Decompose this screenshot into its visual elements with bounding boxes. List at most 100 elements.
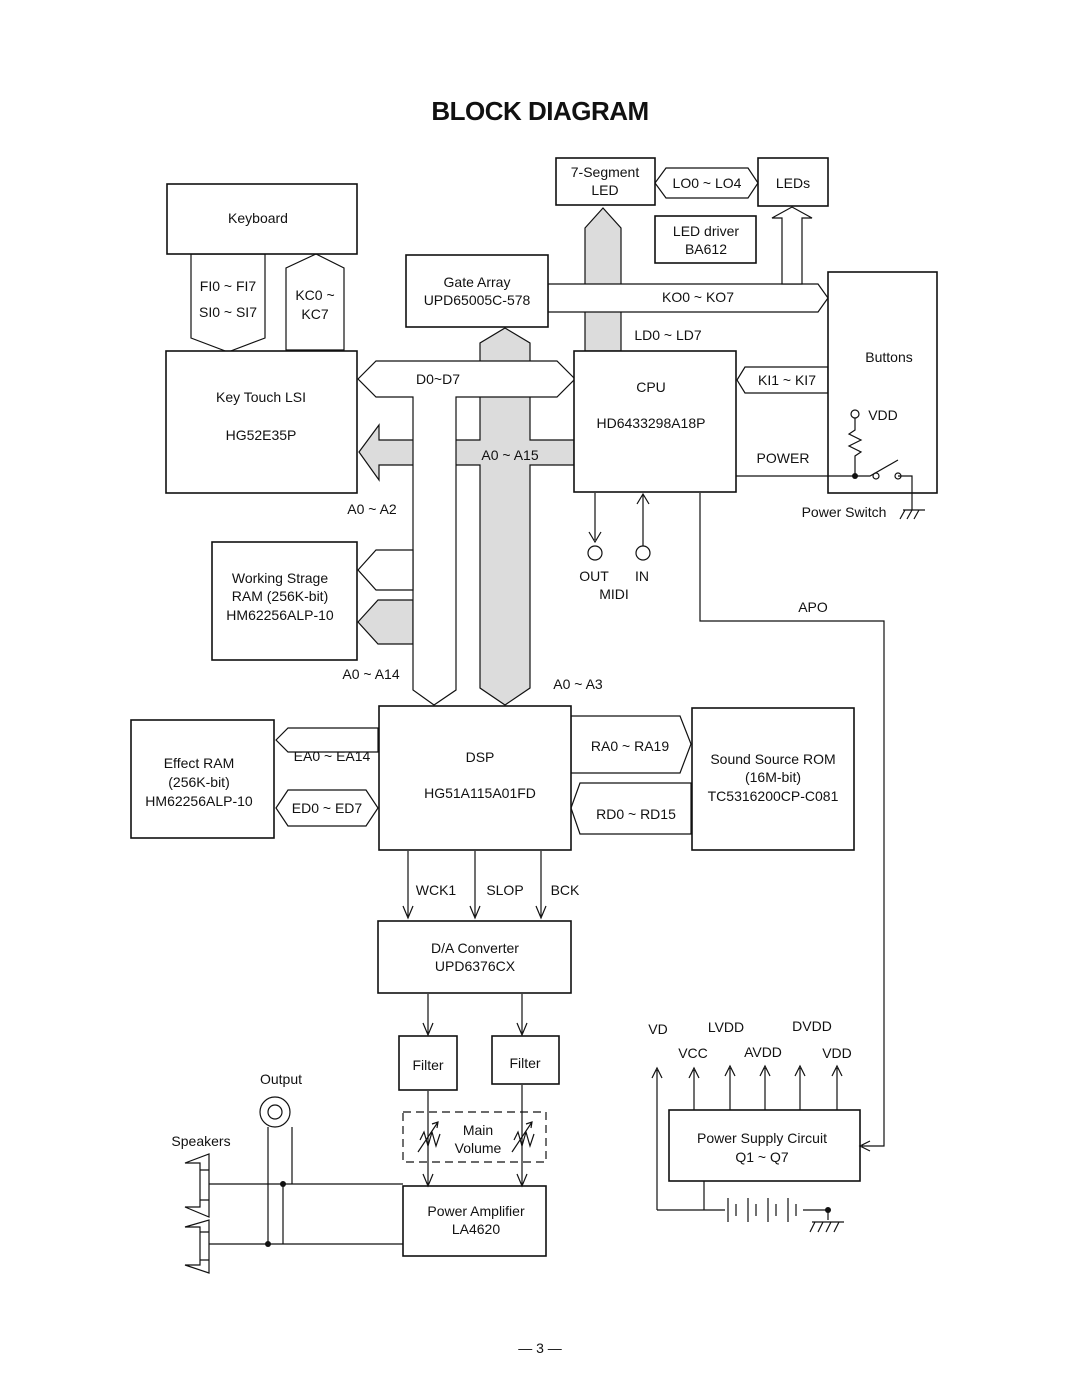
- main-volume-label-2: Volume: [455, 1140, 502, 1156]
- led-driver-label-2: BA612: [685, 241, 727, 257]
- key-lsi-label-1: Key Touch LSI: [216, 389, 306, 405]
- speaker-icon: [184, 1219, 210, 1274]
- effect-ram-label-3: HM62256ALP-10: [145, 793, 253, 809]
- ed-label: ED0 ~ ED7: [292, 800, 363, 816]
- kc-label-2: KC7: [301, 306, 328, 322]
- ea-label: EA0 ~ EA14: [294, 748, 371, 764]
- dvdd-label: DVDD: [792, 1018, 832, 1034]
- avdd-line: [759, 1064, 771, 1110]
- gate-array-label-1: Gate Array: [444, 274, 511, 290]
- led-driver-label-1: LED driver: [673, 223, 739, 239]
- vdd-label: VDD: [868, 407, 898, 423]
- midi-in-jack: [635, 545, 651, 561]
- wck1-label: WCK1: [416, 882, 457, 898]
- vdd2-label: VDD: [822, 1045, 852, 1061]
- fi-label: FI0 ~ FI7: [200, 278, 257, 294]
- sound-rom-block: [691, 707, 855, 851]
- power-switch-line: [736, 459, 913, 500]
- junction-dot: [265, 1241, 271, 1247]
- midi-in-line: [636, 492, 650, 546]
- vd-line: [651, 1066, 663, 1210]
- junction-dot: [825, 1207, 831, 1213]
- seven-seg-label-2: LED: [591, 182, 618, 198]
- a2-label: A0 ~ A2: [347, 501, 397, 517]
- speakers-label: Speakers: [171, 1133, 230, 1149]
- key-touch-lsi-block: [165, 350, 358, 494]
- a14-label: A0 ~ A14: [342, 666, 399, 682]
- cpu-label-2: HD6433298A18P: [597, 415, 706, 431]
- dsp-block: [378, 705, 572, 851]
- midi-in-label: IN: [635, 568, 649, 584]
- lo-bus-label: LO0 ~ LO4: [673, 175, 742, 191]
- output-jack-inner: [267, 1104, 283, 1120]
- main-volume-group: [402, 1111, 547, 1163]
- ram-label-2: RAM (256K-bit): [232, 588, 328, 604]
- ed-bus: [275, 789, 379, 827]
- seven-segment-led-block: [555, 157, 656, 206]
- effect-ram-label-1: Effect RAM: [164, 755, 235, 771]
- output-jack-lines: [267, 1127, 293, 1244]
- buttons-label: Buttons: [865, 349, 912, 365]
- page-number: — 3 —: [518, 1340, 562, 1356]
- a3-label: A0 ~ A3: [553, 676, 603, 692]
- midi-out-line: [588, 493, 602, 544]
- amp-label-2: LA4620: [452, 1221, 500, 1237]
- cpu-block: [573, 350, 737, 493]
- filter-left-label: Filter: [412, 1057, 443, 1073]
- rom-label-3: TC5316200CP-C081: [708, 788, 839, 804]
- gate-array-label-2: UPD65005C-578: [424, 292, 531, 308]
- ram-label-3: HM62256ALP-10: [226, 607, 334, 623]
- dac-filter-right-line: [516, 994, 528, 1037]
- midi-label: MIDI: [599, 586, 629, 602]
- keyboard-block: [166, 183, 358, 255]
- keyboard-label: Keyboard: [228, 210, 288, 226]
- vd-label: VD: [648, 1021, 667, 1037]
- volume-pot-left: [417, 1121, 441, 1153]
- rom-label-2: (16M-bit): [745, 769, 801, 785]
- key-lsi-address-bus: [357, 549, 414, 591]
- ld-label: LD0 ~ LD7: [634, 327, 702, 343]
- rd-label: RD0 ~ RD15: [596, 806, 676, 822]
- dvdd-line: [794, 1064, 806, 1110]
- buttons-block: [827, 271, 938, 494]
- filter-right-block: [491, 1035, 560, 1085]
- output-label: Output: [260, 1071, 302, 1087]
- ram-label-1: Working Strage: [232, 570, 328, 586]
- si-label: SI0 ~ SI7: [199, 304, 257, 320]
- vcc-label: VCC: [678, 1045, 708, 1061]
- fi-si-bus: [190, 253, 266, 353]
- midi-out-jack: [587, 545, 603, 561]
- led-driver-block: [654, 215, 757, 264]
- slop-line: [469, 851, 481, 920]
- filter-left-block: [398, 1035, 458, 1091]
- data-bus-label: D0~D7: [416, 371, 460, 387]
- lvdd-line: [724, 1064, 736, 1110]
- output-jack-outer: [259, 1096, 291, 1128]
- pullup-resistor: [847, 418, 863, 476]
- dac-label-2: UPD6376CX: [435, 958, 516, 974]
- dsp-label-1: DSP: [466, 749, 495, 765]
- amp-speaker-lines: [209, 1183, 403, 1245]
- ko-label: KO0 ~ KO7: [662, 289, 734, 305]
- psu-label-1: Power Supply Circuit: [697, 1130, 827, 1146]
- avdd-label: AVDD: [744, 1044, 782, 1060]
- bck-label: BCK: [551, 882, 580, 898]
- working-ram-block: [211, 541, 358, 661]
- slop-label: SLOP: [486, 882, 523, 898]
- leds-bus: [771, 206, 813, 285]
- dsp-label-2: HG51A115A01FD: [424, 785, 536, 801]
- apo-line: [699, 493, 885, 1152]
- apo-label: APO: [798, 599, 828, 615]
- switch-contact: [872, 472, 880, 480]
- effect-ram-block: [130, 719, 275, 839]
- gate-array-block: [405, 254, 549, 328]
- power-switch-label: Power Switch: [802, 504, 887, 520]
- rom-label-1: Sound Source ROM: [710, 751, 835, 767]
- key-lsi-label-2: HG52E35P: [226, 427, 297, 443]
- bck-line: [535, 851, 547, 920]
- seven-seg-label-1: 7-Segment: [571, 164, 640, 180]
- da-converter-block: [377, 920, 572, 994]
- battery-ground-lines: [657, 1181, 844, 1233]
- vdd-line: [831, 1064, 843, 1110]
